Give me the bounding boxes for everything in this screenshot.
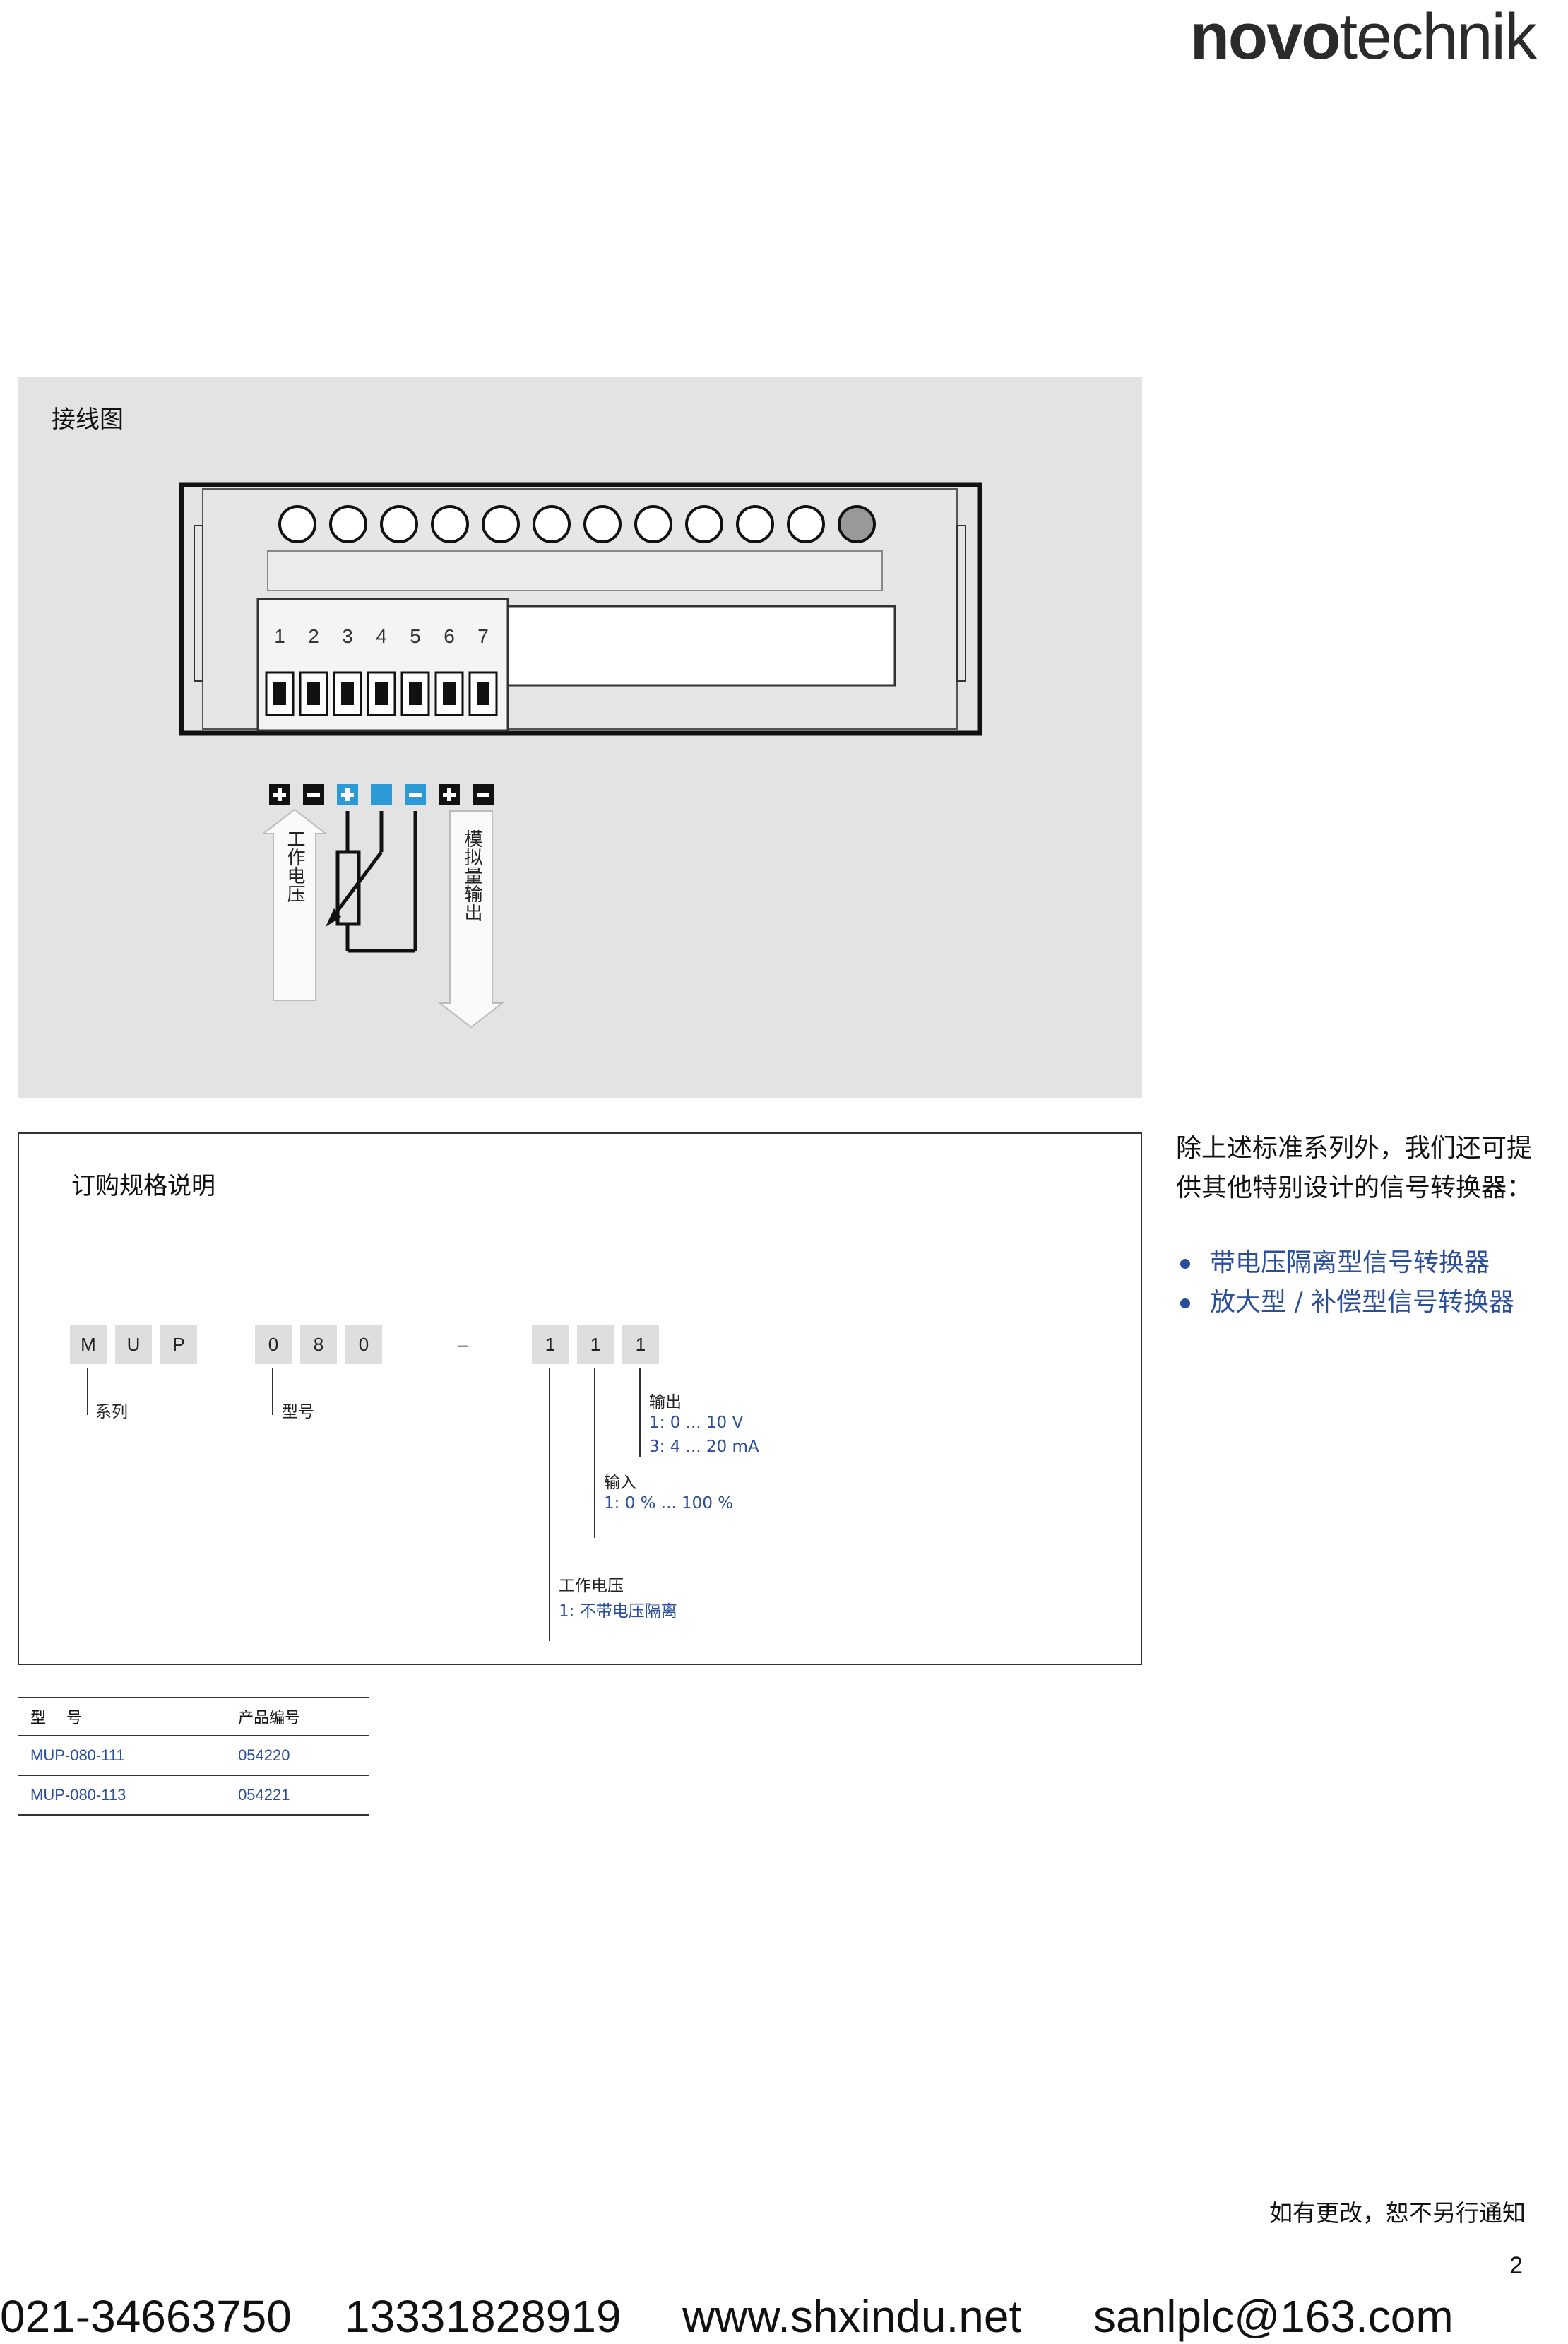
- right-clip: [956, 525, 966, 682]
- code-char: 1: [577, 1325, 614, 1364]
- page-number: 2: [1509, 2252, 1523, 2279]
- code-char: 0: [345, 1325, 382, 1364]
- header-model: 型 号: [18, 1697, 226, 1736]
- power-option: 1: 不带电压隔离: [559, 1602, 677, 1621]
- model-label: 型号: [282, 1403, 314, 1421]
- power-leader: [549, 1368, 550, 1641]
- brand-logo: novotechnik: [1190, 4, 1537, 69]
- product-table: 型 号 产品编号 MUP-080-111 054220 MUP-080-113 …: [18, 1697, 369, 1816]
- terminal-number: 3: [342, 625, 353, 647]
- code-char: U: [115, 1325, 152, 1364]
- website-link[interactable]: www.shxindu.net: [682, 2291, 1022, 2342]
- ordering-panel: 订购规格说明 M U P 0 8 0 – 1 1 1 系列 型号 输出 1: 0…: [18, 1132, 1142, 1665]
- phone-1: 021-34663750: [0, 2291, 292, 2342]
- code-char: 0: [255, 1325, 292, 1364]
- cell-product-number: 054220: [225, 1736, 369, 1776]
- label-strip: [267, 550, 883, 591]
- terminal-number: 1: [274, 625, 285, 647]
- left-clip: [194, 525, 203, 682]
- contact-bar: 021-34663750 13331828919 www.shxindu.net…: [0, 2289, 1568, 2344]
- code-char: M: [70, 1325, 107, 1364]
- output-option: 3: 4 ... 20 mA: [649, 1438, 759, 1456]
- display-window: [506, 605, 896, 687]
- output-arrow: [438, 810, 504, 1029]
- cell-product-number: 054221: [225, 1775, 369, 1816]
- supply-arrow: [261, 808, 328, 1001]
- ordering-title: 订购规格说明: [71, 1172, 215, 1200]
- power-title: 工作电压: [559, 1577, 624, 1595]
- brand-logo-bold: novo: [1189, 1, 1341, 73]
- series-label: 系列: [95, 1403, 128, 1421]
- terminal-screws: [265, 671, 498, 716]
- code-char: 1: [532, 1325, 569, 1364]
- wiring-diagram: 1 2 3 4 5 6 7: [179, 482, 982, 1029]
- table-row: MUP-080-111 054220: [18, 1736, 369, 1776]
- code-char: 1: [622, 1325, 659, 1364]
- table-row: MUP-080-113 054221: [18, 1775, 369, 1816]
- phone-2: 13331828919: [345, 2291, 622, 2342]
- terminal-number: 5: [410, 625, 421, 647]
- code-char: 8: [300, 1325, 337, 1364]
- brand-logo-light: technik: [1339, 1, 1537, 73]
- side-list-item: 放大型 / 补偿型信号转换器: [1176, 1283, 1557, 1322]
- output-title: 输出: [649, 1393, 682, 1411]
- terminal-number: 6: [444, 625, 455, 647]
- terminal-number: 7: [477, 625, 489, 647]
- code-char: P: [160, 1325, 197, 1364]
- output-leader: [639, 1368, 641, 1457]
- output-label: 模拟量输出: [461, 829, 482, 921]
- side-list: 带电压隔离型信号转换器 放大型 / 补偿型信号转换器: [1176, 1243, 1557, 1322]
- terminal-number: 4: [376, 625, 387, 647]
- side-list-item: 带电压隔离型信号转换器: [1176, 1243, 1557, 1283]
- input-leader: [594, 1368, 595, 1538]
- input-title: 输入: [604, 1474, 636, 1492]
- model-leader: [272, 1368, 273, 1415]
- indicator-holes: [278, 505, 876, 543]
- code-separator: –: [457, 1333, 468, 1355]
- table-header-row: 型 号 产品编号: [18, 1697, 369, 1736]
- cell-model: MUP-080-111: [18, 1736, 226, 1776]
- wiper-arrowhead: [326, 908, 341, 927]
- output-option: 1: 0 ... 10 V: [649, 1414, 744, 1432]
- supply-label: 工作电压: [284, 829, 305, 903]
- input-option: 1: 0 % ... 100 %: [604, 1494, 734, 1513]
- polarity-markers: [269, 784, 494, 805]
- cell-model: MUP-080-113: [18, 1775, 226, 1816]
- terminal-number: 2: [308, 625, 319, 647]
- device-housing: [179, 482, 982, 736]
- side-note: 除上述标准系列外，我们还可提供其他特别设计的信号转换器：: [1176, 1134, 1533, 1202]
- email-link[interactable]: sanlplc@163.com: [1093, 2291, 1454, 2342]
- wiring-title: 接线图: [52, 406, 124, 434]
- wiring-panel: 接线图: [18, 377, 1142, 1098]
- change-notice: 如有更改，恕不另行通知: [1269, 2199, 1526, 2227]
- potentiometer-symbol: [328, 811, 417, 953]
- series-leader: [87, 1368, 88, 1415]
- header-product-number: 产品编号: [225, 1697, 369, 1736]
